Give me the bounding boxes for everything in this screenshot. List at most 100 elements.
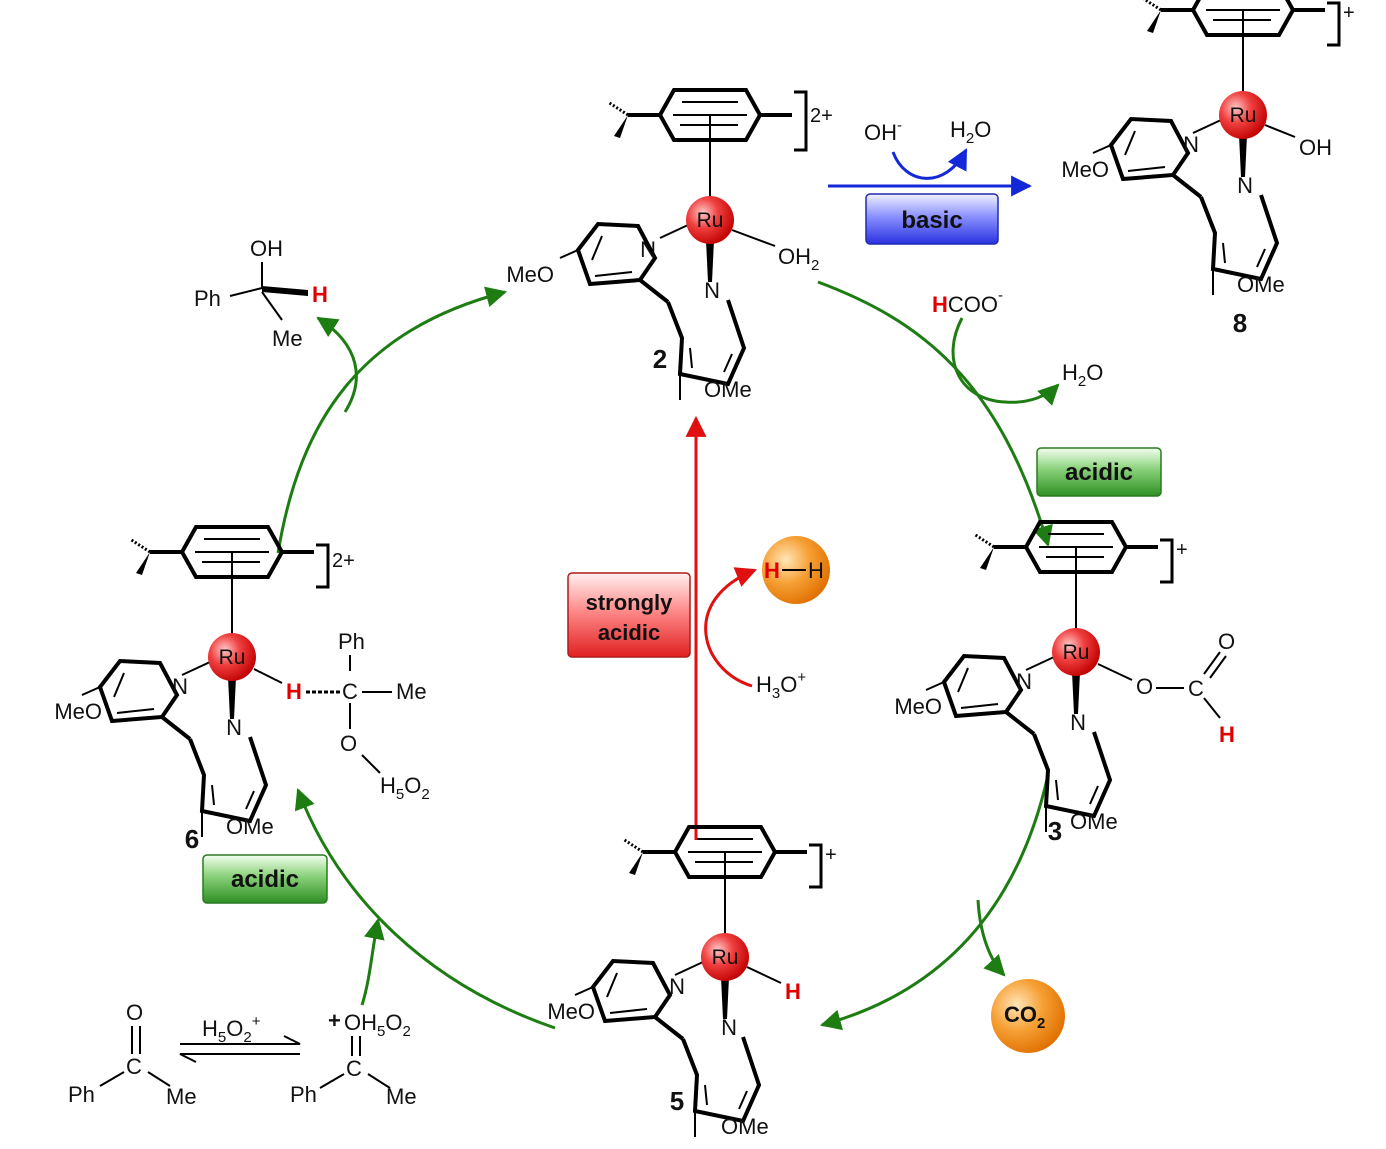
protonated-c: C (346, 1056, 362, 1081)
formate-o-label: O (1136, 674, 1153, 699)
n-label: N (669, 974, 685, 999)
meo-label: MeO (506, 262, 554, 287)
charge-label: 2+ (332, 550, 355, 572)
arrow-2-to-3 (817, 280, 1053, 548)
h3o-to-h2-arrow (704, 567, 757, 688)
arrow-6-to-2 (276, 286, 508, 554)
acetophenone: O C Ph Me (68, 1000, 197, 1109)
ph-label: Ph (338, 629, 365, 654)
ketone-in-arrow (360, 917, 385, 1006)
meo-label: MeO (894, 694, 942, 719)
h5o2-plus-label: H5O2+ (202, 1013, 261, 1046)
meo-label: MeO (54, 699, 102, 724)
ome-label: OMe (1070, 809, 1118, 834)
dihydrogen-sphere: H H (762, 536, 830, 604)
hcoo-in-arrow (951, 317, 1060, 406)
formate-h-label: H (1219, 722, 1235, 747)
compound-8: Ru N N MeO OMe OH + (1061, 0, 1355, 297)
o-label: O (340, 731, 357, 756)
hydride-label: H (286, 679, 302, 704)
oh-to-water-arrow (891, 148, 968, 180)
formate-label: HCOO- (932, 287, 1003, 317)
compound-2: Ru N N MeO OMe OH2 2+ (506, 88, 833, 402)
hydride-label: H (785, 979, 801, 1004)
formate-c-label: C (1188, 676, 1204, 701)
ome-label: OMe (704, 377, 752, 402)
plus-sign: + (328, 1008, 341, 1033)
h2-h1: H (764, 558, 780, 583)
acidic-label-right: acidic (1065, 459, 1133, 486)
compound-5-number: 5 (670, 1086, 684, 1116)
meo-label: MeO (1061, 157, 1109, 182)
meo-label: MeO (547, 999, 595, 1024)
water-label-top: H2O (950, 117, 991, 147)
compound-2-number: 2 (653, 344, 667, 374)
ome-label: OMe (1237, 272, 1285, 297)
alcohol-me: Me (272, 326, 303, 351)
co2-sphere: CO2 (991, 979, 1065, 1053)
acidic-box-left: acidic (202, 854, 328, 904)
ketone-me: Me (166, 1084, 197, 1109)
n-label: N (172, 674, 188, 699)
n-label: N (226, 715, 242, 740)
strongly-label-line1: strongly (586, 590, 674, 615)
alcohol-out-arrow (316, 316, 358, 413)
h5o2-label: H5O2 (380, 773, 430, 803)
carbon-label: C (342, 679, 358, 704)
formate-o2-label: O (1218, 629, 1235, 654)
acidic-label-left: acidic (231, 866, 299, 893)
ru-label: Ru (1063, 641, 1090, 664)
compound-3: Ru N N MeO OMe O C O H + (894, 520, 1235, 834)
strongly-acidic-box: strongly acidic (567, 572, 691, 658)
ome-label: OMe (226, 814, 274, 839)
protonated-o-label: OH5O2 (344, 1010, 411, 1040)
n-label: N (1183, 132, 1199, 157)
protonated-ketone: + OH5O2 C Ph Me (290, 1008, 417, 1109)
ru-label: Ru (712, 946, 739, 969)
compound-5: Ru N N MeO OMe H + (547, 825, 837, 1139)
n-label: N (1070, 710, 1086, 735)
ru-label: Ru (219, 646, 246, 669)
compound-6-number: 6 (185, 824, 199, 854)
ketone-o: O (126, 1000, 143, 1025)
alcohol-ph: Ph (194, 286, 221, 311)
ru-label: Ru (1230, 104, 1257, 127)
charge-label: + (1343, 2, 1355, 24)
protonated-me: Me (386, 1084, 417, 1109)
basic-box: basic (865, 193, 999, 245)
co2-label: CO2 (1004, 1002, 1045, 1032)
ome-label: OMe (721, 1114, 769, 1139)
compound-3-number: 3 (1048, 816, 1062, 846)
oh-ligand-label: OH (1299, 135, 1332, 160)
compound-6: Ru N N MeO OMe H C Ph Me O H5O2 2+ (54, 525, 430, 839)
arrow-3-to-5 (819, 774, 1050, 1031)
hydronium-label: H3O+ (756, 669, 806, 702)
alcohol-h: H (312, 282, 328, 307)
compound-8-number: 8 (1233, 308, 1247, 338)
ru-label: Ru (697, 209, 724, 232)
basic-label: basic (901, 207, 962, 234)
protonated-ph: Ph (290, 1082, 317, 1107)
oh2-label: OH2 (778, 244, 819, 274)
hydroxide-label: OH- (864, 117, 902, 145)
n-label: N (704, 278, 720, 303)
acidic-box-right: acidic (1036, 447, 1162, 497)
n-label: N (721, 1015, 737, 1040)
n-label: N (1237, 173, 1253, 198)
charge-label: + (1176, 539, 1188, 561)
n-label: N (640, 237, 656, 262)
n-label: N (1016, 669, 1032, 694)
charge-label: 2+ (810, 105, 833, 127)
water-label-right: H2O (1062, 360, 1103, 390)
equilibrium-arrows: H5O2+ (179, 1013, 301, 1063)
ketone-ph: Ph (68, 1082, 95, 1107)
h2-h2: H (808, 558, 824, 583)
me-label: Me (396, 679, 427, 704)
alcohol-product: OH Ph H Me (194, 236, 328, 351)
arrow-5-to-6 (294, 788, 556, 1030)
ketone-c: C (126, 1054, 142, 1079)
charge-label: + (825, 844, 837, 866)
alcohol-oh: OH (250, 236, 283, 261)
strongly-label-line2: acidic (598, 620, 660, 645)
